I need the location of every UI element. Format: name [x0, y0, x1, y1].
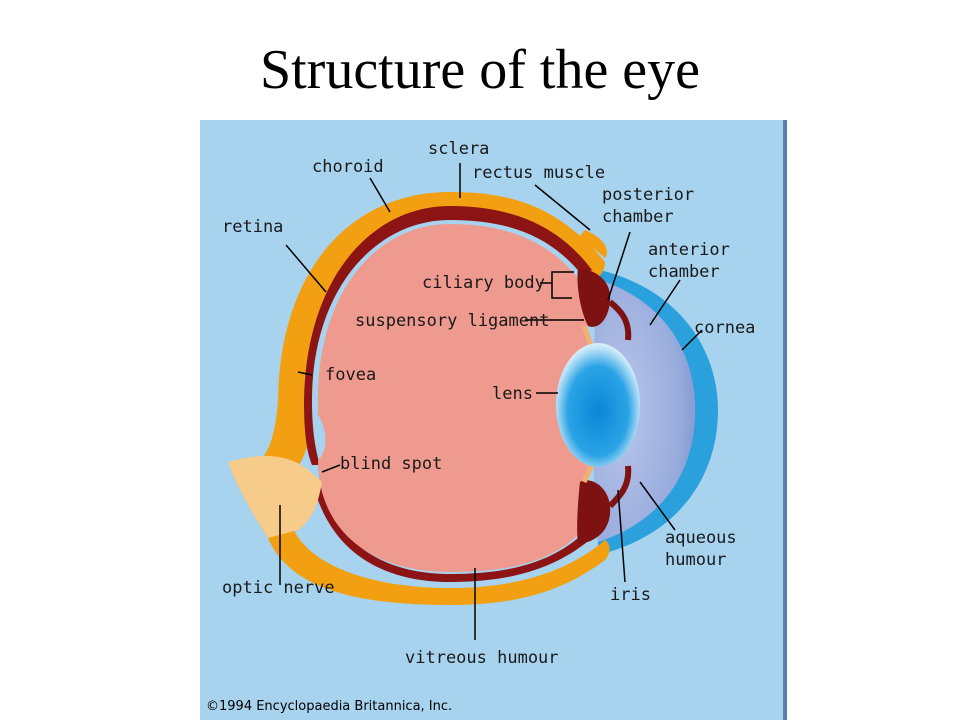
label-lens: lens	[492, 384, 533, 404]
diagram-right-edge	[783, 120, 787, 720]
label-suspensory-ligament: suspensory ligament	[355, 311, 549, 331]
label-anterior-chamber-1: anterior	[648, 240, 730, 260]
iris-upper	[608, 299, 632, 341]
label-aqueous-humour-1: aqueous	[665, 528, 737, 548]
sclera-shape	[228, 192, 610, 605]
cornea-shape	[598, 270, 718, 555]
page-title: Structure of the eye	[259, 39, 701, 101]
suspensory-ligament-lower	[581, 463, 595, 484]
label-fovea: fovea	[325, 365, 376, 385]
eye-diagram: sclera choroid rectus muscle posterior c…	[200, 120, 787, 720]
label-cornea: cornea	[694, 318, 755, 338]
iris-lower	[607, 465, 632, 509]
label-aqueous-humour-2: humour	[665, 550, 726, 570]
label-posterior-chamber-1: posterior	[602, 185, 694, 205]
label-rectus-muscle: rectus muscle	[472, 163, 605, 183]
label-retina: retina	[222, 217, 283, 237]
label-ciliary-body: ciliary body	[422, 273, 545, 293]
label-blind-spot: blind spot	[340, 454, 442, 474]
label-posterior-chamber-2: chamber	[602, 207, 674, 227]
label-anterior-chamber-2: chamber	[648, 262, 720, 282]
lens-shape	[556, 343, 640, 467]
label-sclera: sclera	[428, 139, 489, 159]
rectus-muscle-shape	[578, 230, 608, 258]
aqueous-humour-shape	[593, 280, 695, 542]
label-iris: iris	[610, 585, 651, 605]
copyright-notice: ©1994 Encyclopaedia Britannica, Inc.	[206, 699, 452, 714]
label-vitreous-humour: vitreous humour	[405, 648, 559, 668]
ciliary-body-lower	[577, 480, 611, 544]
label-optic-nerve: optic nerve	[222, 578, 335, 598]
vitreous-humour-shape	[318, 224, 589, 572]
optic-nerve-shape	[228, 456, 322, 538]
label-choroid: choroid	[312, 157, 384, 177]
ciliary-body-upper	[577, 268, 611, 327]
choroid-shape	[304, 206, 592, 582]
